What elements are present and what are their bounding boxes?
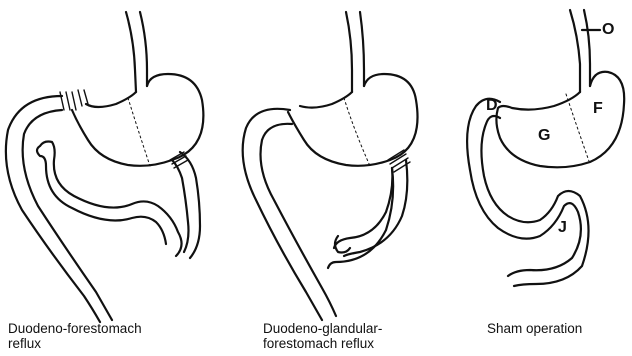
panel-2-limiting-ridge (344, 98, 370, 166)
panel-1-limiting-ridge (128, 98, 150, 166)
oesophagus-label: O (602, 22, 614, 38)
panel-1-duodenum (6, 96, 112, 322)
panel-3-stomach (496, 72, 624, 168)
panel-1-pyloric-limb (172, 152, 200, 258)
panel-2-duodenum (243, 109, 336, 320)
panel-2-oesophagus (346, 12, 364, 92)
forestomach-label: F (593, 101, 603, 117)
panel-1-illustration (6, 12, 204, 322)
panel-3-caption-line-1: Sham operation (487, 321, 582, 336)
panel-2-caption-line-1: Duodeno-glandular- (263, 321, 382, 336)
panel-3-illustration (467, 10, 624, 286)
panel-1-caption: Duodeno-forestomach reflux (8, 321, 142, 351)
panel-1-oesophagus (126, 12, 147, 92)
panel-2-caption: Duodeno-glandular- forestomach reflux (263, 321, 382, 351)
duodenum-label: D (486, 98, 498, 114)
panel-2-intestinal-loop (334, 160, 407, 256)
panel-2-caption-line-2: forestomach reflux (263, 336, 382, 351)
glandular-stomach-label: G (538, 128, 550, 144)
panel-1-caption-line-1: Duodeno-forestomach (8, 321, 142, 336)
panel-1-caption-line-2: reflux (8, 336, 142, 351)
panel-3-duodenum (467, 99, 588, 286)
panel-3-caption: Sham operation (487, 321, 582, 336)
panel-3-limiting-ridge (566, 94, 590, 164)
panel-3-oesophagus (570, 10, 590, 92)
jejunum-label: J (558, 220, 567, 236)
panel-2-illustration (243, 12, 418, 320)
panel-1-anastomosis-seam (60, 90, 88, 110)
